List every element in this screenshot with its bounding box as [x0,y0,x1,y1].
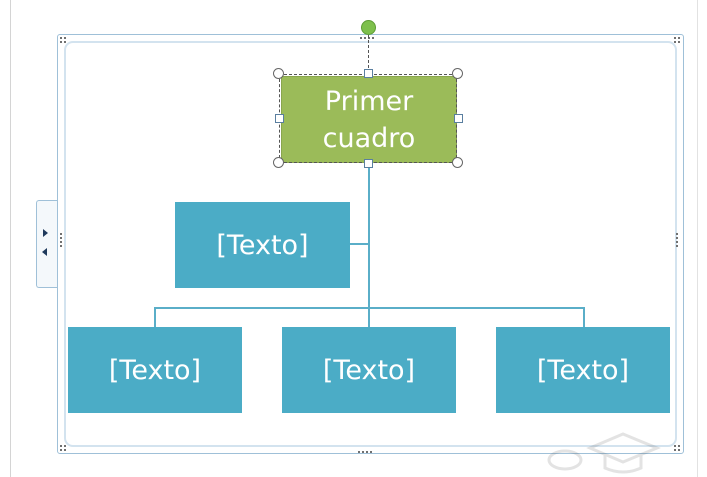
frame-corner-grip-top-right[interactable] [674,37,680,43]
child-box-label: [Texto] [536,354,630,386]
connector-line-child-right [583,307,585,327]
graduation-cap-logo-icon [547,432,661,474]
child-box-right[interactable]: [Texto] [496,327,670,413]
frame-right-grip[interactable] [676,233,680,249]
connector-line-vertical [368,163,370,327]
text-pane-toggle-button[interactable] [36,200,57,288]
smartart-frame-inner-border [64,41,677,447]
frame-bottom-grip[interactable] [358,451,372,453]
child-box-center[interactable]: [Texto] [282,327,456,413]
selection-outline [279,74,457,163]
frame-corner-grip-bottom-left[interactable] [60,445,66,451]
frame-left-grip[interactable] [60,233,64,249]
assistant-box[interactable]: [Texto] [175,202,350,288]
frame-corner-grip-top-left[interactable] [60,37,66,43]
rotate-handle-icon[interactable] [361,20,376,35]
frame-top-grip[interactable] [360,37,374,39]
child-box-label: [Texto] [108,354,202,386]
page-edge [10,0,11,477]
arrow-right-icon [43,229,48,237]
resize-handle-right[interactable] [454,114,463,123]
connector-line-assistant [350,243,369,245]
resize-handle-bottom[interactable] [364,159,373,168]
child-box-label: [Texto] [322,354,416,386]
connector-line-child-left [154,307,156,327]
page-edge [697,0,698,477]
connector-line-horizontal [154,307,585,309]
top-box-label: Primer cuadro [322,85,416,154]
frame-corner-grip-bottom-right[interactable] [674,445,680,451]
resize-handle-top-left[interactable] [273,68,284,79]
resize-handle-bottom-right[interactable] [452,157,463,168]
child-box-left[interactable]: [Texto] [68,327,242,413]
resize-handle-top-right[interactable] [452,68,463,79]
resize-handle-left[interactable] [275,114,284,123]
resize-handle-bottom-left[interactable] [273,157,284,168]
rotate-handle-stem [368,35,369,73]
arrow-left-icon [42,248,47,256]
assistant-box-label: [Texto] [216,229,309,261]
resize-handle-top[interactable] [364,69,373,78]
